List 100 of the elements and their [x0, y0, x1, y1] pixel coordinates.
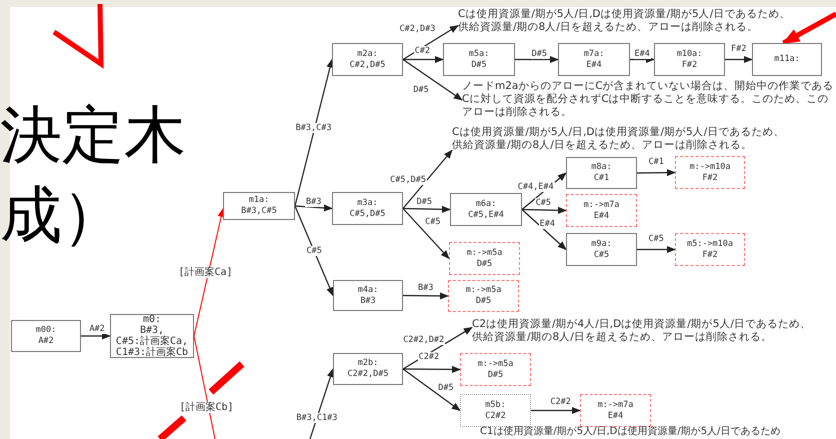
node-value: D#5 [476, 296, 492, 307]
arrow [522, 209, 567, 250]
node-value: F#2 [702, 172, 718, 184]
note-text: C1は使用資源量/期が5人/日,Dは使用資源量/期が5人/日であるため [480, 426, 780, 438]
node-value: F#2 [682, 60, 698, 70]
node-id: m6a: [476, 198, 496, 210]
arrow [402, 59, 463, 100]
node-id: m1a: [248, 195, 270, 206]
slide-title: 成） [0, 180, 124, 250]
node-id: m0: [142, 314, 162, 325]
note-text: Cは使用資源量/期が5人/日,Dは使用資源量/期が5人/日であるため、供給資源量/期の8人/日を超えるため、アローは削除される。 [458, 8, 792, 34]
arrow [294, 58, 334, 206]
node-value: B#3 [360, 296, 376, 306]
node-value: C#5,E#4 [468, 210, 504, 220]
arrow [637, 169, 676, 176]
arrow [403, 292, 449, 300]
node-id: m7a: [584, 48, 604, 60]
arrow [630, 56, 655, 64]
note-text: C2は使用資源量/期が4人/日,Dは使用資源量/期が5人/日であるため、供給資源量/期の8人/日を超えるため、アローは削除される。 [472, 318, 812, 344]
node-value: C#1 [594, 173, 610, 184]
arrow [531, 406, 581, 414]
process-box [333, 353, 403, 385]
edge-label: D#5 [437, 383, 455, 394]
node-value: E#4 [608, 410, 624, 422]
edge-label: A#2 [88, 324, 106, 334]
edge-label: D#5 [412, 85, 430, 96]
arrow [725, 56, 753, 64]
node-id: m:->m5a [466, 248, 502, 258]
node-value: C#5 [594, 250, 610, 260]
node-value: F#2 [702, 250, 718, 260]
edge-label: B#3,C#3 [294, 123, 332, 134]
edge-label: C2#2 [549, 396, 572, 406]
node-id: m10a: [676, 48, 702, 60]
arrow [294, 206, 334, 296]
node-id: m:->m10a [690, 162, 730, 172]
edge-label: F#2 [730, 44, 748, 54]
node-id: m5:->m10a [686, 238, 734, 250]
node-id: m:->m7a [584, 200, 620, 210]
node-value: B#3,C#5 [241, 206, 277, 217]
node-id: m:->m5a [478, 358, 514, 370]
dashed-box [460, 353, 531, 386]
arrow [194, 208, 225, 336]
process-box [332, 43, 403, 76]
process-box [11, 320, 81, 352]
node-id: m8a: [591, 162, 612, 173]
process-box [654, 43, 725, 76]
slide-title: 決定木 [0, 100, 186, 170]
dashed-box [675, 233, 745, 266]
process-box [558, 43, 630, 76]
dashed-box [675, 156, 745, 189]
node-value: C1#3:計画案Cb [116, 347, 188, 358]
node-value: B#3, [140, 325, 164, 336]
arrow [309, 368, 334, 439]
node-id: m:->m7a [598, 400, 634, 410]
node-id: m:->m5a [466, 285, 502, 296]
note-text: Cは使用資源量/期が5人/日,Dは使用資源量/期が5人/日であるため、供給資源量/期の8人/日を超えるため、アローは削除される。 [452, 126, 786, 152]
node-value: E#4 [594, 210, 610, 222]
node-value: D#5 [471, 60, 487, 70]
arrow [637, 246, 676, 254]
node-id: m9a: [591, 238, 612, 250]
edge-label: C2#2 [418, 352, 440, 362]
arrow [522, 206, 567, 214]
arrow [402, 150, 453, 209]
node-id: m11a: [774, 54, 800, 65]
process-box [752, 43, 822, 76]
node-id: m4a: [358, 284, 378, 296]
edge-label: C#4,E#4 [516, 182, 555, 192]
note-text: ノードm2aからのアローにCが含まれていない場合は、開始中の作業であるCに対して資源を配分されずCは中断することを意味する。このため、このアローは削除される。 [462, 80, 835, 119]
dashed-box [448, 280, 519, 312]
process-box [443, 43, 515, 76]
node-id: m00: [36, 325, 56, 336]
arrow [402, 208, 450, 260]
arrow [403, 56, 444, 64]
arrow [402, 206, 451, 213]
arrow [515, 56, 559, 64]
node-value: C#5,D#5 [350, 208, 386, 220]
dashed-box [449, 242, 520, 275]
arrow [81, 332, 111, 340]
node-value: A#2 [38, 336, 54, 347]
node-value: D#5 [476, 258, 492, 270]
process-box [332, 192, 403, 225]
edge-label: C#2,D#3 [398, 24, 436, 34]
edge-label: B#3 [417, 282, 434, 293]
process-box [110, 314, 194, 358]
edge-label: C#5 [424, 216, 442, 226]
process-box [223, 192, 295, 220]
edge-label: E#4 [538, 219, 556, 230]
node-value: C#2,D#5 [350, 60, 386, 70]
process-box [566, 157, 637, 189]
process-box [333, 280, 403, 311]
arrow [402, 25, 459, 60]
node-id: m2b: [358, 358, 378, 369]
node-value: C#5:計画案Ca, [116, 336, 188, 347]
annotation-arrow [782, 12, 836, 46]
node-id: m2a: [357, 48, 378, 60]
arrow [402, 326, 473, 370]
dotted-box [460, 394, 531, 427]
node-value: E#4 [586, 60, 602, 70]
process-box [566, 233, 637, 266]
node-id: m3a: [357, 198, 378, 208]
